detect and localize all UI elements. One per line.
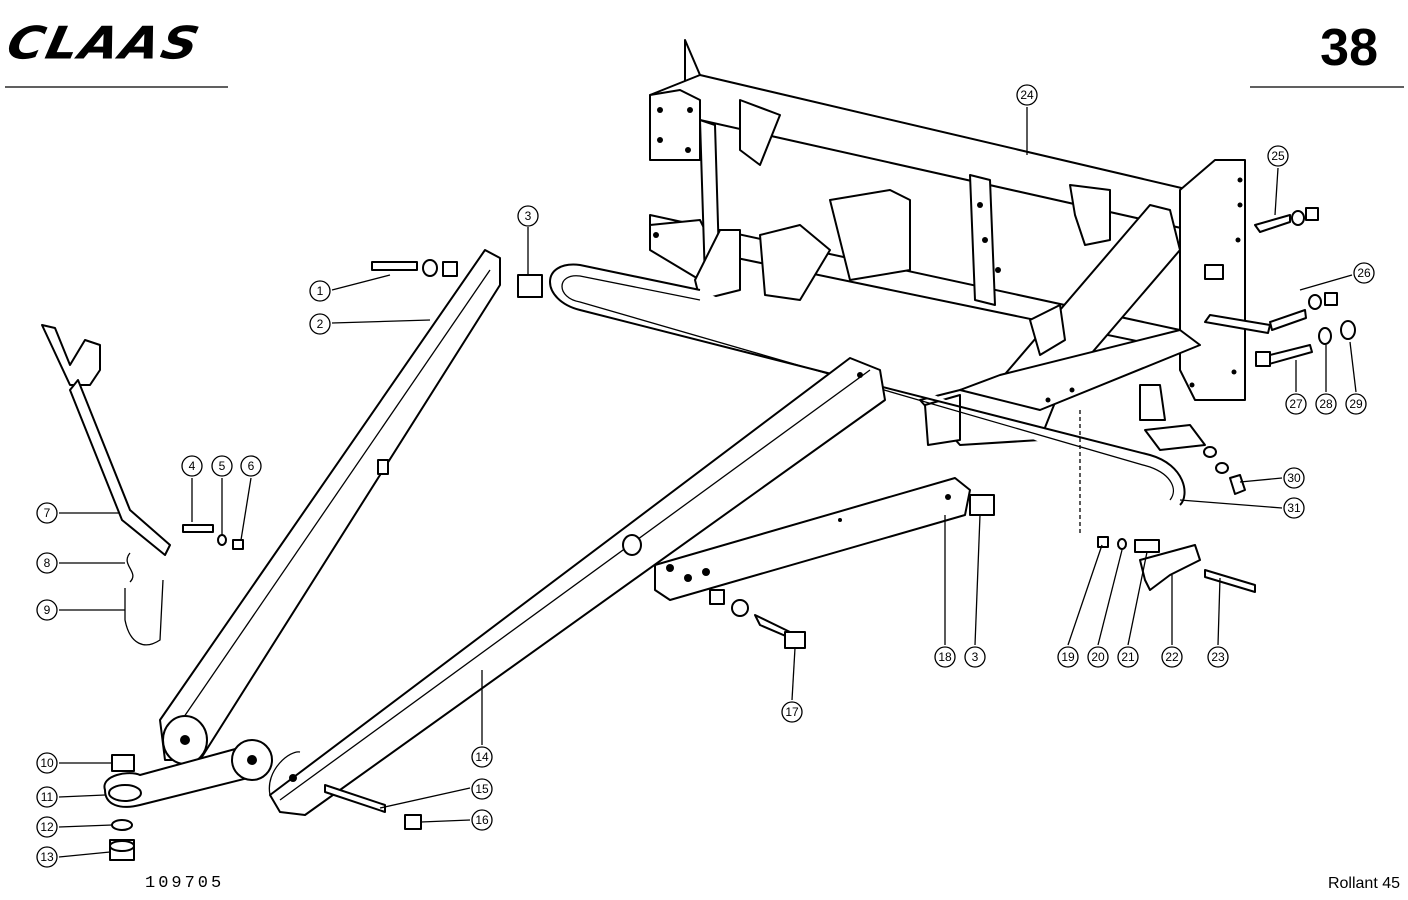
drawing-number: 109705 xyxy=(145,874,225,893)
callout: 26 xyxy=(1353,262,1375,284)
svg-text:20: 20 xyxy=(1091,650,1105,664)
svg-text:29: 29 xyxy=(1349,397,1363,411)
callout: 28 xyxy=(1315,393,1337,415)
link-bar xyxy=(654,477,971,601)
svg-text:3: 3 xyxy=(525,209,532,223)
svg-text:10: 10 xyxy=(40,756,54,770)
callout: 12 xyxy=(36,816,58,838)
svg-text:16: 16 xyxy=(475,813,489,827)
arm-left xyxy=(159,249,501,765)
callout: 16 xyxy=(471,809,493,831)
svg-text:11: 11 xyxy=(41,790,54,804)
callout: 25 xyxy=(1267,145,1289,167)
svg-text:15: 15 xyxy=(475,782,489,796)
svg-text:8: 8 xyxy=(44,556,51,570)
callout: 2 xyxy=(309,313,331,335)
callout: 27 xyxy=(1285,393,1307,415)
page-number: 38 xyxy=(1320,19,1378,77)
svg-text:25: 25 xyxy=(1271,149,1285,163)
lower-link xyxy=(103,739,273,861)
arm-right xyxy=(268,357,886,816)
callout: 13 xyxy=(36,846,58,868)
svg-text:5: 5 xyxy=(219,459,226,473)
svg-text:21: 21 xyxy=(1121,650,1135,664)
callout: 14 xyxy=(471,746,493,768)
callout: 9 xyxy=(36,599,58,621)
leader-lines xyxy=(58,107,1357,858)
callout: 22 xyxy=(1161,646,1183,668)
svg-text:2: 2 xyxy=(317,317,324,331)
svg-text:6: 6 xyxy=(248,459,255,473)
svg-text:7: 7 xyxy=(44,506,51,520)
svg-text:26: 26 xyxy=(1357,266,1371,280)
svg-text:18: 18 xyxy=(938,650,952,664)
svg-text:27: 27 xyxy=(1289,397,1303,411)
svg-text:14: 14 xyxy=(475,750,489,764)
main-frame xyxy=(649,39,1246,446)
callout: 7 xyxy=(36,502,58,524)
callout: 21 xyxy=(1117,646,1139,668)
callout: 6 xyxy=(240,455,262,477)
callout: 20 xyxy=(1087,646,1109,668)
svg-text:23: 23 xyxy=(1211,650,1225,664)
callout: 23 xyxy=(1207,646,1229,668)
callout: 5 xyxy=(211,455,233,477)
callout: 4 xyxy=(181,455,203,477)
callout: 3 xyxy=(517,205,539,227)
svg-text:30: 30 xyxy=(1287,471,1301,485)
callout: 17 xyxy=(781,701,803,723)
callout: 3 xyxy=(964,646,986,668)
svg-text:12: 12 xyxy=(40,820,54,834)
svg-text:4: 4 xyxy=(189,459,196,473)
hardware xyxy=(182,207,1356,830)
svg-text:22: 22 xyxy=(1165,650,1179,664)
svg-text:13: 13 xyxy=(40,850,54,864)
model-name: Rollant 45 xyxy=(1327,875,1400,892)
svg-text:3: 3 xyxy=(972,650,979,664)
callout: 18 xyxy=(934,646,956,668)
callout: 30 xyxy=(1283,467,1305,489)
tube-bow xyxy=(549,263,1206,506)
svg-text:24: 24 xyxy=(1020,88,1034,102)
callout: 24 xyxy=(1016,84,1038,106)
svg-text:28: 28 xyxy=(1319,397,1333,411)
callout: 10 xyxy=(36,752,58,774)
svg-text:19: 19 xyxy=(1061,650,1075,664)
svg-text:31: 31 xyxy=(1287,501,1301,515)
callout: 15 xyxy=(471,778,493,800)
top-link xyxy=(41,324,171,646)
callout: 19 xyxy=(1057,646,1079,668)
callout: 31 xyxy=(1283,497,1305,519)
callout: 29 xyxy=(1345,393,1367,415)
callout: 11 xyxy=(36,786,58,808)
svg-text:1: 1 xyxy=(317,284,324,298)
callout: 8 xyxy=(36,552,58,574)
callout: 1 xyxy=(309,280,331,302)
svg-text:9: 9 xyxy=(44,603,51,617)
svg-text:17: 17 xyxy=(785,705,799,719)
